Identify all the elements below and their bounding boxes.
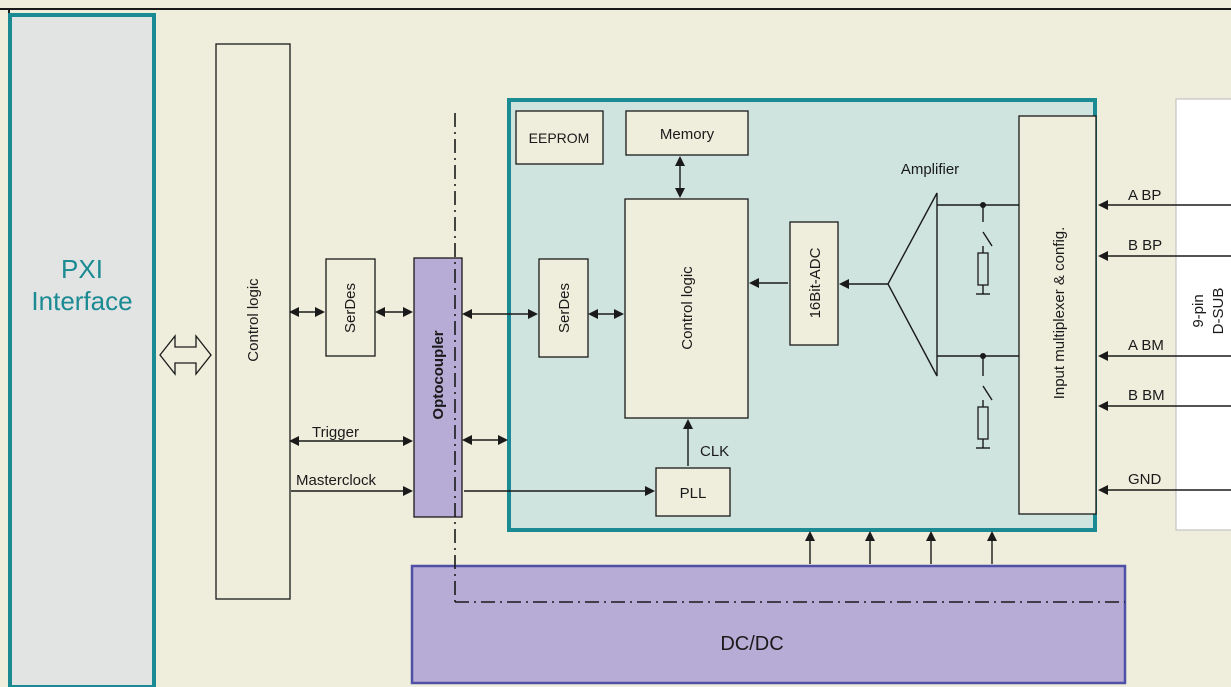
control-logic-left-label: Control logic [245, 278, 262, 362]
adc-block: 16Bit-ADC [789, 221, 839, 346]
control-logic-left-block: Control logic [215, 43, 291, 600]
amplifier-label: Amplifier [901, 161, 959, 178]
dsub-label-line2: D-SUB [1210, 288, 1227, 335]
optocoupler-block: Optocoupler [413, 257, 463, 518]
pll-label: PLL [680, 485, 707, 502]
dcdc-label: DC/DC [720, 633, 783, 655]
input-b-bm-label: B BM [1128, 387, 1165, 404]
pxi-interface-block: PXI Interface [8, 13, 156, 687]
eeprom-block: EEPROM [515, 110, 604, 165]
input-a-bp-label: A BP [1128, 187, 1161, 204]
input-gnd-label: GND [1128, 471, 1162, 488]
trigger-label: Trigger [312, 424, 359, 441]
clk-label: CLK [700, 443, 729, 460]
memory-label: Memory [660, 126, 715, 143]
adc-label: 16Bit-ADC [807, 247, 824, 318]
input-b-bp-label: B BP [1128, 237, 1162, 254]
dcdc-block: DC/DC [410, 564, 1127, 685]
input-multiplexer-label: Input multiplexer & config. [1051, 227, 1068, 400]
serdes-right-block: SerDes [538, 258, 589, 358]
input-multiplexer-block: Input multiplexer & config. [1018, 115, 1097, 515]
switch-resistor-lower [976, 353, 993, 449]
pxi-label-line2: Interface [31, 286, 132, 316]
pll-block: PLL [655, 467, 731, 517]
serdes-right-label: SerDes [556, 283, 573, 333]
control-logic-right-label: Control logic [679, 266, 696, 350]
pxi-label-line1: PXI [61, 254, 103, 284]
dsub-label-line1: 9-pin [1190, 294, 1207, 327]
switch-resistor-upper [976, 202, 993, 295]
dsub-connector-block: 9-pin D-SUB [1175, 98, 1231, 531]
control-logic-right-block: Control logic [624, 198, 749, 419]
amplifier-block: Amplifier [887, 161, 959, 377]
bus-double-arrow-icon [159, 334, 212, 376]
input-a-bm-label: A BM [1128, 337, 1164, 354]
serdes-left-block: SerDes [325, 258, 376, 357]
optocoupler-label: Optocoupler [430, 330, 447, 419]
serdes-left-label: SerDes [342, 283, 359, 333]
masterclock-label: Masterclock [296, 472, 377, 489]
eeprom-label: EEPROM [529, 130, 590, 146]
memory-block: Memory [625, 110, 749, 156]
